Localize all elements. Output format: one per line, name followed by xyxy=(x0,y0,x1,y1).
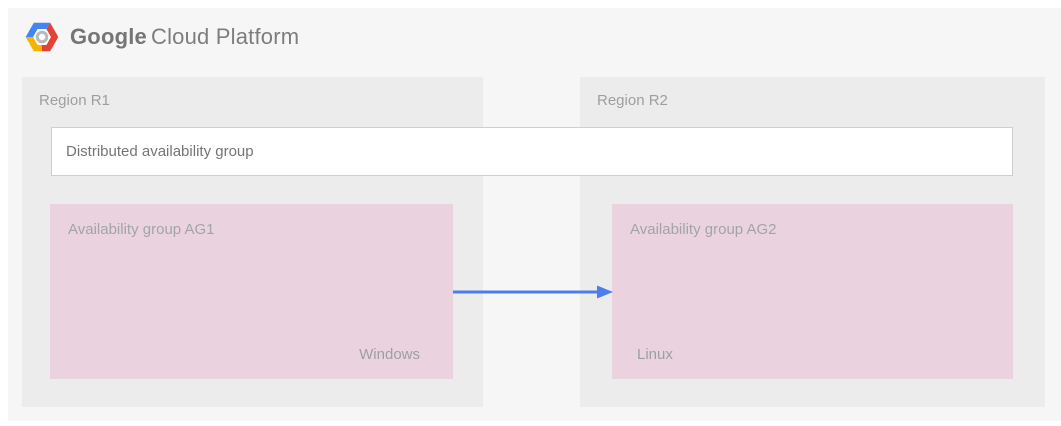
replication-arrow xyxy=(453,285,613,299)
logo-blue-segment xyxy=(25,22,51,37)
ag1-os-label: Windows xyxy=(359,346,420,363)
ag2-label: Availability group AG2 xyxy=(630,221,777,238)
distributed-availability-group-label: Distributed availability group xyxy=(66,143,254,160)
brand-cloud-platform: Cloud Platform xyxy=(150,24,300,49)
logo-yellow-segment xyxy=(25,37,42,52)
availability-group-ag2-box: Availability group AG2 Linux xyxy=(612,204,1013,379)
region-r1-box: Region R1 Availability group AG1 Windows xyxy=(22,77,483,407)
region-r2-label: Region R2 xyxy=(597,92,668,109)
logo-red-segment xyxy=(42,22,59,52)
region-r1-label: Region R1 xyxy=(39,92,110,109)
gcp-logo-icon xyxy=(25,22,59,52)
logo-center-ring xyxy=(35,30,49,44)
ag1-label: Availability group AG1 xyxy=(68,221,215,238)
brand-google: Google xyxy=(70,24,147,49)
ag2-os-label: Linux xyxy=(637,346,673,363)
distributed-availability-group-box: Distributed availability group xyxy=(51,127,1013,176)
arrow-head xyxy=(597,285,613,299)
availability-group-ag1-box: Availability group AG1 Windows xyxy=(50,204,453,379)
